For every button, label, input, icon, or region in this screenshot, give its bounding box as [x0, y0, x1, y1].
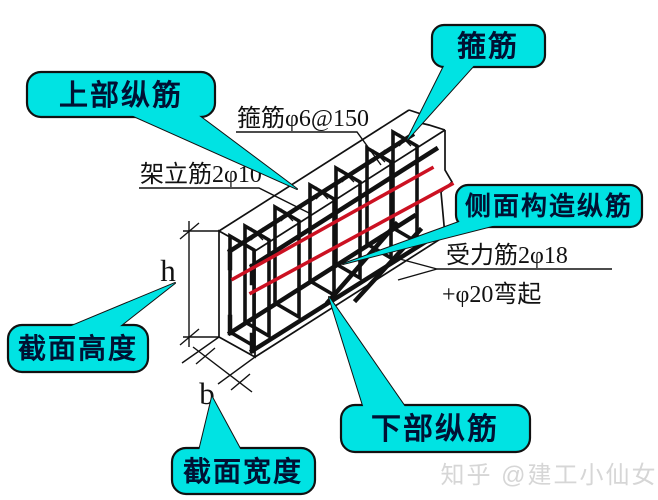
callout-bubble [170, 446, 317, 496]
callout-bubble [454, 183, 644, 229]
dim-height-label: h [160, 253, 176, 288]
callout-section-height-label: 截面高度 [18, 333, 138, 365]
callout-bottom-bars-label: 下部纵筋 [371, 412, 499, 446]
callout-top-bars: 上部纵筋 [25, 70, 298, 190]
side-construction-bars [230, 165, 455, 296]
callout-bubble [430, 23, 547, 69]
watermark-text: 知乎 @建工小仙女 [440, 462, 657, 489]
stirrup-spec-label: 箍筋φ6@150 [237, 105, 369, 132]
leader-stirrup-spec [236, 131, 382, 166]
callout-section-width-label: 截面宽度 [183, 455, 303, 488]
callout-section-width: 截面宽度 [170, 396, 317, 496]
callout-stirrup-label: 箍筋 [457, 29, 519, 63]
leader-erection-bar-spec [139, 187, 310, 214]
callout-bubble [339, 403, 532, 454]
leader-main-bar-spec [395, 257, 612, 281]
callout-top-bars-label: 上部纵筋 [59, 78, 183, 112]
height-dimension [179, 221, 219, 347]
erection-bar-spec-label: 架立筋2φ10 [140, 161, 262, 188]
top-longitudinal-bars [226, 131, 440, 286]
callout-bubble [25, 70, 217, 119]
callout-section-height: 截面高度 [6, 282, 176, 374]
callout-side-bars: 侧面构造纵筋 [342, 183, 644, 265]
callout-bottom-bars: 下部纵筋 [328, 296, 532, 454]
callout-side-bars-label: 侧面构造纵筋 [465, 191, 633, 221]
main-bar-spec-line1: 受力筋2φ18 [446, 242, 568, 269]
width-dimension [181, 336, 256, 393]
callout-stirrup: 箍筋 [406, 23, 547, 141]
beam-outline [218, 109, 454, 359]
main-bar-spec-line2: +φ20弯起 [442, 281, 541, 308]
